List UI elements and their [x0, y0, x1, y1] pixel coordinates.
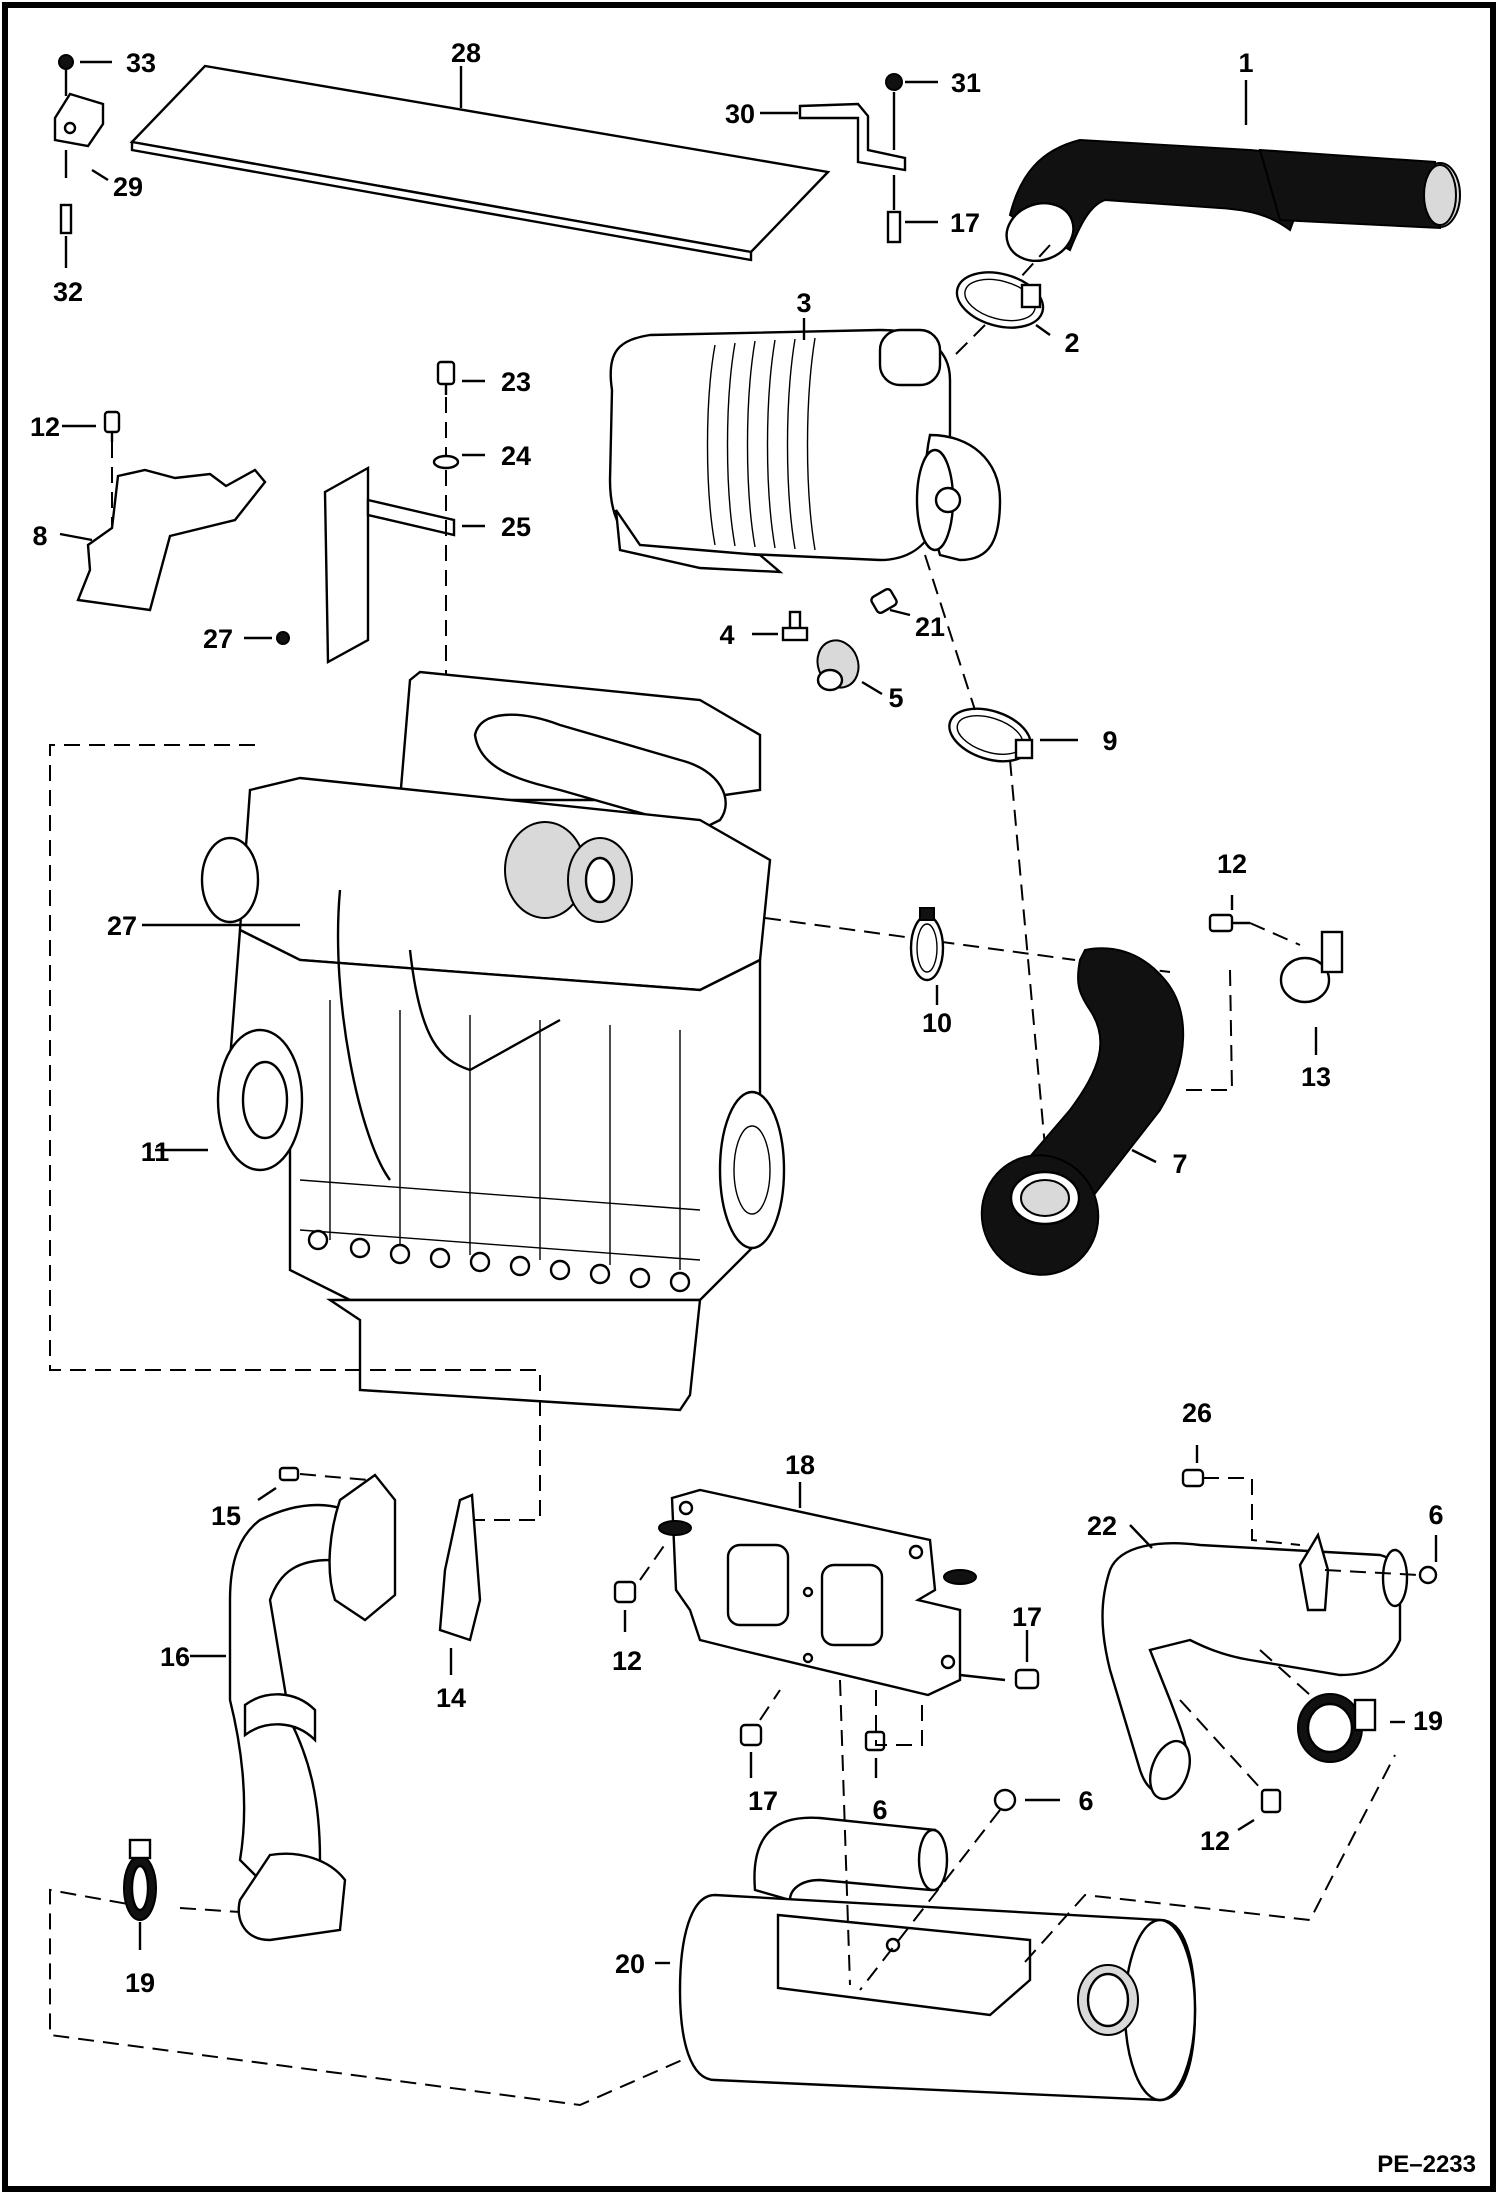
callout-21: 21 — [915, 612, 945, 642]
callout-3: 3 — [796, 288, 811, 318]
callout-12a: 12 — [30, 412, 60, 442]
callout-17a: 17 — [950, 208, 980, 238]
drawing-code: PE–2233 — [1377, 2151, 1476, 2178]
callout-5: 5 — [888, 683, 903, 713]
callout-32: 32 — [53, 277, 83, 307]
callout-31: 31 — [951, 68, 981, 98]
part-30-bracket — [760, 73, 938, 244]
part-11-engine — [142, 670, 786, 1412]
callout-24: 24 — [501, 441, 531, 471]
callout-7: 7 — [1172, 1149, 1187, 1179]
callout-14: 14 — [436, 1683, 466, 1713]
callout-29: 29 — [113, 172, 143, 202]
callout-17c: 17 — [748, 1786, 778, 1816]
part-18-hardware — [613, 1539, 1040, 1778]
part-22-exhaust-elbow — [1101, 1445, 1438, 1832]
callout-16: 16 — [160, 1642, 190, 1672]
part-25-shield — [244, 360, 485, 700]
part-4-bolt — [752, 610, 809, 642]
part-8-plate — [59, 410, 267, 612]
callout-10: 10 — [922, 1008, 952, 1038]
part-18-mount-plate — [658, 1482, 977, 1697]
part-2-hose-clamp — [949, 244, 1051, 361]
part-5-mount — [816, 639, 883, 696]
callout-19b: 19 — [1413, 1706, 1443, 1736]
callout-12d: 12 — [1200, 1826, 1230, 1856]
callout-13: 13 — [1301, 1062, 1331, 1092]
part-29-bracket — [53, 54, 112, 268]
callout-15: 15 — [211, 1501, 241, 1531]
callout-20: 20 — [615, 1949, 645, 1979]
part-9-hose-clamp — [924, 554, 1078, 763]
callout-30: 30 — [725, 99, 755, 129]
callout-6b: 6 — [872, 1795, 887, 1825]
part-10-hose-clamp — [909, 907, 945, 1005]
callout-27b: 27 — [107, 911, 137, 941]
callout-2: 2 — [1064, 328, 1079, 358]
part-1-upper-hose — [1005, 80, 1461, 262]
part-19-clamp-left — [123, 1838, 157, 1950]
callout-12c: 12 — [612, 1646, 642, 1676]
part-20-muffler — [655, 1679, 1396, 2102]
callout-12b: 12 — [1217, 849, 1247, 879]
callout-labels: 1 2 3 4 5 6 6 6 7 8 9 10 11 12 12 12 12 … — [30, 38, 1444, 1998]
callout-18: 18 — [785, 1450, 815, 1480]
callout-11: 11 — [141, 1137, 170, 1167]
part-3-air-filter — [608, 318, 1002, 574]
part-28-cover-plate — [129, 64, 831, 262]
callout-28: 28 — [451, 38, 481, 68]
callout-17b: 17 — [1012, 1602, 1042, 1632]
callout-25: 25 — [501, 512, 531, 542]
callout-8: 8 — [32, 521, 47, 551]
callout-23: 23 — [501, 367, 531, 397]
callout-4: 4 — [719, 620, 734, 650]
callout-9: 9 — [1102, 726, 1117, 756]
callout-1: 1 — [1238, 48, 1253, 78]
callout-33: 33 — [126, 48, 156, 78]
part-21-fitting — [870, 587, 911, 617]
filter-ribs — [706, 337, 816, 551]
part-13-clip — [1178, 895, 1344, 1091]
callout-27a: 27 — [203, 624, 233, 654]
callout-26: 26 — [1182, 1398, 1212, 1428]
callout-6c: 6 — [1078, 1786, 1093, 1816]
callout-19a: 19 — [125, 1968, 155, 1998]
callout-6a: 6 — [1428, 1500, 1443, 1530]
part-7-lower-hose — [980, 947, 1185, 1276]
callout-22: 22 — [1087, 1511, 1117, 1541]
